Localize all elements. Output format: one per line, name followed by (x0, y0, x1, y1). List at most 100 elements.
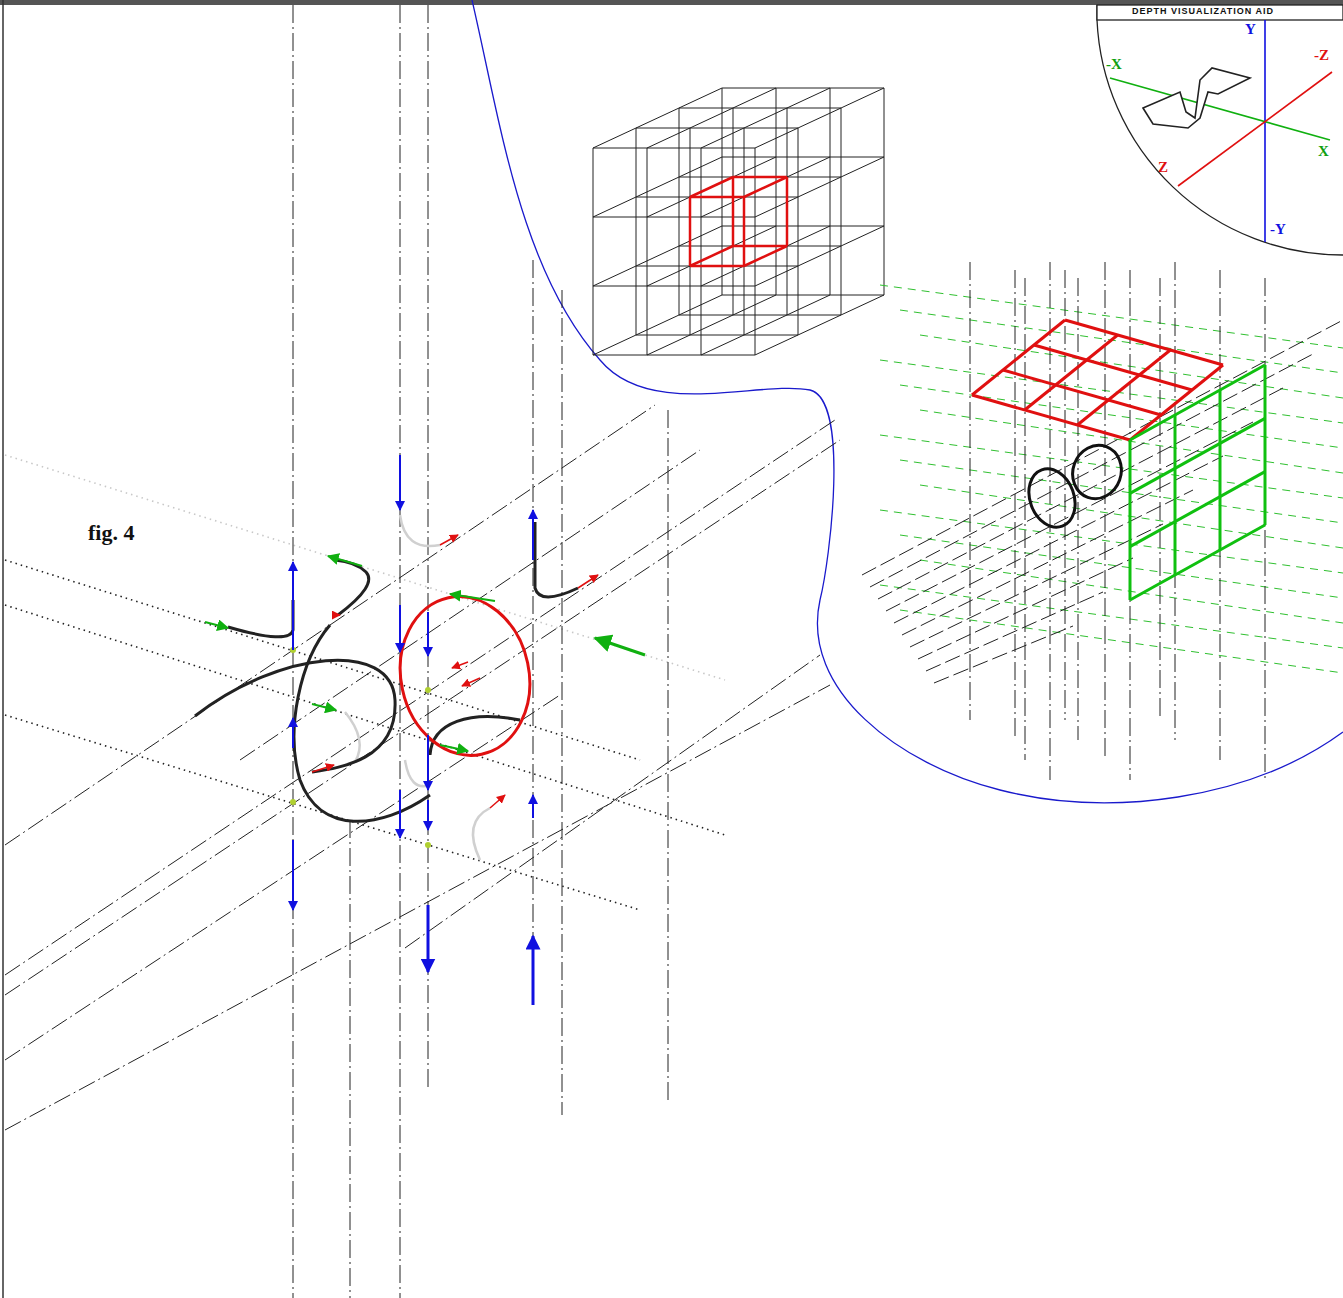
green-plane (1264, 365, 1267, 525)
grid-guide (886, 422, 1253, 611)
drawing-part (1097, 5, 1343, 20)
grid-guide (910, 524, 1163, 647)
cube-edge (701, 157, 830, 217)
drawing-part (228, 600, 293, 637)
drawing-part (338, 614, 340, 616)
cube-edge (722, 88, 884, 89)
grid-guide (1160, 278, 1161, 720)
panel-heading: DEPTH VISUALIZATION AID (1132, 7, 1274, 16)
drawing-part (595, 638, 645, 655)
drawing-part (532, 936, 535, 1005)
cube-edge (722, 226, 884, 227)
highlight-cube (690, 196, 744, 199)
cube-edge (755, 157, 884, 217)
highlight-cube (689, 197, 692, 266)
drawing-part (345, 712, 360, 762)
grid-guide (1050, 262, 1051, 780)
grid-guide (1105, 262, 1106, 760)
drawing-part (292, 718, 294, 748)
drawing-part (292, 562, 294, 650)
cube-edge (690, 128, 691, 335)
drawing-part (399, 605, 401, 652)
cube-edge (593, 217, 755, 218)
grid-guide (880, 360, 1343, 423)
green-plane (1130, 525, 1265, 600)
drawing-part (1264, 20, 1266, 242)
drawing-part (292, 840, 294, 910)
drawing-part (205, 556, 645, 751)
loop-curve (1065, 438, 1129, 505)
drawing-part (533, 260, 534, 1000)
cube-edge (647, 148, 648, 355)
cube-edge (701, 226, 830, 286)
drawing-part (400, 5, 401, 1298)
cube-edge (593, 295, 722, 355)
drawing-part (5, 405, 655, 845)
drawing-part (293, 455, 533, 1005)
drawing-part (2, 0, 4, 1298)
cube-edge (733, 108, 734, 315)
cube-edge (593, 355, 755, 356)
cube-edge (647, 157, 776, 217)
cube-edge (722, 157, 884, 158)
grid-guide (880, 510, 1343, 573)
cube-edge (701, 88, 830, 148)
drawing-part (205, 622, 228, 628)
drawing-part (405, 655, 820, 948)
highlight-cube (733, 245, 787, 248)
drawing-part (328, 556, 362, 566)
cube-edge (636, 335, 798, 336)
grid-guide (926, 592, 1103, 671)
cube-edge (701, 295, 830, 355)
drawing-part (405, 760, 430, 786)
highlight-cube (732, 177, 735, 246)
cube-edge (593, 157, 722, 217)
drawing-part (312, 765, 334, 772)
axis-label: Z (1158, 160, 1168, 175)
drawing-part (532, 795, 534, 818)
drawing-part (425, 687, 431, 693)
drawing-part (399, 455, 401, 510)
drawing-part (335, 560, 369, 615)
drawing-part (290, 647, 431, 848)
cube-edge (636, 128, 637, 335)
drawing-part (1143, 68, 1250, 128)
drawing-part (440, 535, 458, 545)
cube-edge (679, 246, 841, 247)
cube-edge (798, 128, 799, 335)
grid-guide (920, 335, 1343, 398)
grid-guide (1175, 262, 1176, 740)
cube-edge (636, 128, 798, 129)
drawing-part (427, 800, 429, 830)
drawing-part (562, 290, 563, 1115)
drawing-part (668, 410, 669, 1100)
cube-edge (755, 88, 884, 148)
drawing-part (290, 799, 296, 805)
drawing-part (5, 420, 835, 975)
drawing-part (312, 535, 598, 808)
cube-edge (841, 108, 842, 315)
drawing-part (5, 695, 560, 1060)
drawing-part (5, 455, 725, 680)
drawing-part (293, 5, 668, 1298)
grid-guide (1130, 270, 1131, 780)
axis-label: -X (1106, 57, 1122, 72)
cube-edge (722, 88, 723, 295)
cube-edge (647, 88, 776, 148)
grid-guide (862, 320, 1343, 575)
grid-guide (878, 388, 1283, 599)
drawing-part (5, 685, 830, 1130)
red-plane (1034, 345, 1192, 390)
green-plane (1129, 440, 1132, 600)
drawing-part (312, 704, 336, 710)
axis-label: -Y (1270, 222, 1286, 237)
cube-edge (787, 108, 788, 315)
cube-edge (884, 88, 885, 295)
cube-edge (701, 148, 702, 355)
cube-edge (722, 295, 884, 296)
highlight-cube (743, 197, 746, 266)
grid-guide (970, 262, 971, 720)
drawing-part (427, 735, 429, 790)
red-plane (1065, 320, 1223, 365)
